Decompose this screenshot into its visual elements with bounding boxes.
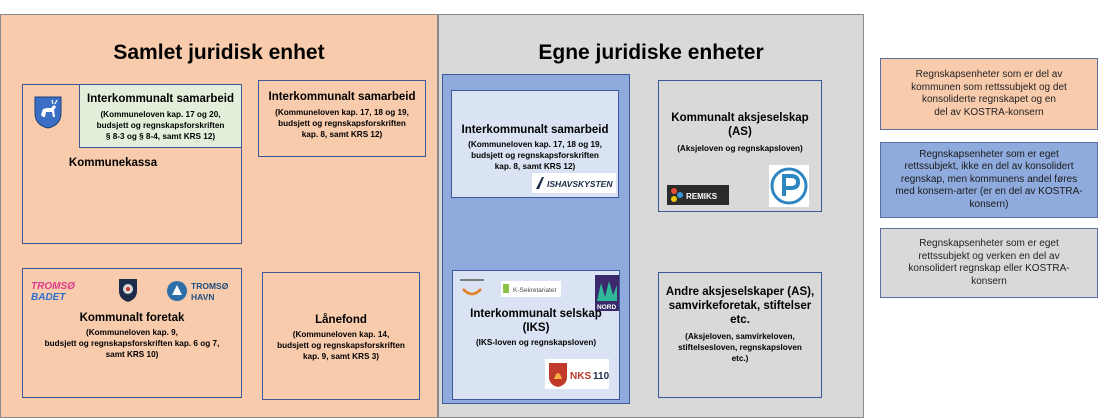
lanefond-title: Lånefond: [315, 314, 367, 326]
andre-title-3: etc.: [730, 314, 750, 326]
ishavskysten-logo: ISHAVSKYSTEN: [532, 173, 616, 193]
samarbeid-right-sub-3: kap. 8, samt KRS 12): [494, 162, 576, 171]
legend-grey: Regnskapsenheter som er eget rettssubjek…: [880, 228, 1098, 298]
lanefond-sub-1: (Kommuneloven kap. 14,: [292, 330, 390, 339]
legend-blue-line-5: konsern): [969, 198, 1009, 210]
samarbeid-left-sub-2: budsjett og regnskapsforskriften: [278, 119, 406, 128]
inner-samarbeid-title: Interkommunalt samarbeid: [87, 93, 234, 105]
fire-department-badge-icon: [117, 277, 139, 303]
andre-sub-3: etc.): [731, 354, 749, 363]
legend-orange-line-2: kommunen som rettssubjekt og det: [911, 81, 1067, 93]
legend-blue-line-3: regnskap, men kommunens andel føres: [900, 173, 1078, 185]
tromso-badet-logo: TROMSØ BADET: [29, 279, 93, 303]
iks-title-1: Interkommunalt selskap: [470, 308, 602, 320]
k-sekretariatet-logo: K-Sekretariatet: [501, 281, 561, 297]
samarbeid-right-sub-2: budsjett og regnskapsforskriften: [471, 151, 599, 160]
ishavskysten-logo-text: ISHAVSKYSTEN: [547, 179, 613, 189]
inner-samarbeid-sub-2: budsjett og regnskapsforskriften: [96, 121, 225, 130]
iks-box: K-Sekretariatet NORD Interkommunalt sels…: [452, 270, 620, 400]
inner-samarbeid-sub-3: § 8-3 og § 8-4, samt KRS 12): [105, 132, 216, 141]
legend-grey-line-2: rettssubjekt og verken en del av: [918, 250, 1060, 262]
as-sub-1: (Aksjeloven og regnskapsloven): [677, 144, 803, 153]
legend-blue: Regnskapsenheter som er eget rettssubjek…: [880, 142, 1098, 218]
andre-sub-1: (Aksjeloven, samvirkeloven,: [685, 332, 795, 341]
legend-orange-line-4: del av KOSTRA-konsern: [934, 106, 1044, 118]
remiks-logo-text: REMIKS: [686, 192, 718, 201]
legend-grey-line-4: konsern: [971, 275, 1007, 287]
nord-logo: NORD: [595, 275, 619, 311]
havn-logo-line1: TROMSØ: [191, 281, 229, 291]
interkommunalt-samarbeid-inner-box: Interkommunalt samarbeid (Kommuneloven k…: [79, 84, 242, 148]
as-title-2: (AS): [728, 126, 752, 138]
legend-blue-line-2: rettssubjekt, ikke en del av konsolidert: [904, 161, 1074, 173]
nks-logo-text: NKS: [570, 371, 591, 382]
samarbeid-left-title: Interkommunalt samarbeid: [268, 91, 416, 103]
parking-p-logo-icon: [769, 165, 809, 207]
legend-orange-line-1: Regnskapsenheter som er del av: [915, 69, 1063, 80]
k-sekretariatet-text: K-Sekretariatet: [513, 287, 557, 294]
legend-blue-line-4: med konsern-arter (er en del av KOSTRA-: [895, 186, 1083, 198]
kommunalt-aksjeselskap-box: Kommunalt aksjeselskap (AS) (Aksjeloven …: [658, 80, 822, 212]
foretak-sub-2: budsjett og regnskapsforskriften kap. 6 …: [44, 339, 220, 348]
legend-grey-line-1: Regnskapsenheter som er eget: [919, 238, 1059, 249]
tromso-coat-of-arms-icon: [33, 95, 63, 129]
nord-logo-text: NORD: [597, 304, 616, 311]
legend-grey-line-3: konsolidert regnskap eller KOSTRA-: [908, 263, 1070, 274]
inner-samarbeid-sub-1: (Kommuneloven kap. 17 og 20,: [100, 110, 221, 119]
lanefond-box: Lånefond (Kommuneloven kap. 14, budsjett…: [262, 272, 420, 400]
legend-orange-line-3: konsoliderte regnskapet og en: [922, 94, 1056, 105]
left-panel-title: Samlet juridisk enhet: [113, 41, 325, 64]
andre-title-2: samvirkeforetak, stiftelser: [668, 300, 812, 312]
lanefond-sub-3: kap. 9, samt KRS 3): [303, 352, 379, 361]
remiks-logo: REMIKS: [667, 185, 729, 205]
samarbeid-right-sub-1: (Kommuneloven kap. 17, 18 og 19,: [468, 140, 602, 149]
kommunalt-foretak-box: TROMSØ BADET TROMSØ HAVN Kommunalt foret…: [22, 268, 242, 398]
foretak-sub-1: (Kommuneloven kap. 9,: [86, 328, 178, 337]
tromso-havn-logo: TROMSØ HAVN: [165, 279, 239, 303]
foretak-sub-3: samt KRS 10): [105, 350, 159, 359]
andre-aksjeselskaper-box: Andre aksjeselskaper (AS), samvirkeforet…: [658, 272, 822, 398]
nks-logo-num: 110: [593, 371, 609, 382]
samarbeid-right-title: Interkommunalt samarbeid: [461, 124, 609, 136]
badet-logo-line2: BADET: [31, 292, 66, 303]
havn-logo-line2: HAVN: [191, 292, 214, 302]
samarbeid-left-sub-3: kap. 8, samt KRS 12): [301, 130, 383, 139]
interkommunalt-samarbeid-box-right: Interkommunalt samarbeid (Kommuneloven k…: [451, 90, 619, 198]
right-panel-title: Egne juridiske enheter: [538, 41, 764, 64]
kommunekassa-label: Kommunekassa: [68, 157, 158, 169]
nks110-logo: NKS 110: [545, 359, 609, 389]
kommunekassa-box: Kommunekassa: [22, 84, 242, 244]
andre-sub-2: stiftelsesloven, regnskapsloven: [678, 343, 802, 352]
samarbeid-left-sub-1: (Kommuneloven kap. 17, 18 og 19,: [275, 108, 409, 117]
legend-blue-line-1: Regnskapsenheter som er eget: [919, 148, 1059, 160]
andre-title-1: Andre aksjeselskaper (AS),: [665, 286, 815, 298]
badet-logo-line1: TROMSØ: [31, 281, 76, 292]
iks-sub-1: (IKS-loven og regnskapsloven): [475, 338, 597, 347]
legend-orange: Regnskapsenheter som er del av kommunen …: [880, 58, 1098, 130]
iks-title-2: (IKS): [522, 322, 550, 334]
as-title-1: Kommunalt aksjeselskap: [671, 112, 809, 124]
interkommunalt-samarbeid-box-left: Interkommunalt samarbeid (Kommuneloven k…: [258, 80, 426, 157]
lanefond-sub-2: budsjett og regnskapsforskriften: [277, 341, 405, 350]
foretak-title: Kommunalt foretak: [79, 312, 185, 324]
kiud-logo-icon: [457, 275, 487, 301]
